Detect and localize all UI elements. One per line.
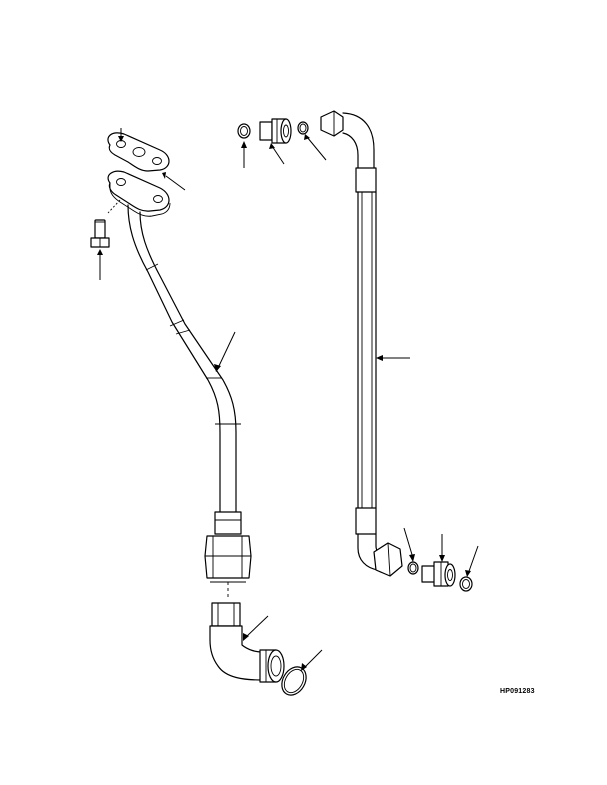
- lower-adapter: [421, 561, 456, 587]
- swivel-nut-fitting: [204, 535, 252, 600]
- upper-o-ring: [297, 121, 309, 135]
- elbow-fitting: [209, 602, 285, 683]
- callout-leader: [439, 534, 445, 562]
- callout-leader: [214, 331, 236, 372]
- callout-leader: [403, 527, 415, 562]
- upper-flange-gasket: [107, 132, 170, 172]
- callout-leader: [376, 355, 410, 361]
- callout-leader: [97, 249, 103, 280]
- elbow-o-ring: [281, 666, 307, 696]
- mounting-bolt: [90, 219, 110, 248]
- straight-hose: [320, 110, 403, 577]
- callout-leader: [269, 143, 285, 165]
- bent-oil-tube: [127, 204, 242, 535]
- tube-flange: [107, 170, 171, 217]
- callout-leader: [118, 128, 124, 142]
- upper-adapter: [259, 118, 292, 144]
- callout-leader: [465, 545, 479, 577]
- lower-o-ring: [407, 561, 419, 575]
- callout-leader: [301, 649, 323, 671]
- lower-washer: [459, 576, 473, 592]
- callout-leader: [304, 134, 327, 161]
- callout-leaders: [97, 128, 479, 671]
- figure-reference-code: HP091283: [500, 688, 535, 695]
- callout-leader: [162, 172, 186, 191]
- callout-leader: [243, 615, 269, 641]
- upper-washer: [237, 123, 251, 139]
- callout-leader: [241, 141, 247, 168]
